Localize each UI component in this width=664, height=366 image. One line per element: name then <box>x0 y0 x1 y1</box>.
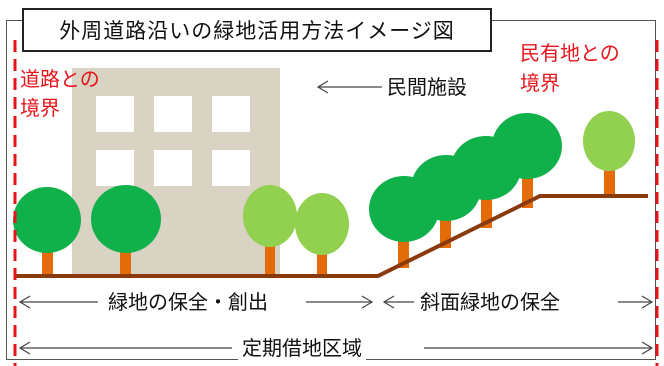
green-preserve-create-label: 緑地の保全・創出 <box>104 289 272 315</box>
slope-preserve-label: 斜面緑地の保全 <box>416 289 564 315</box>
right-boundary-label-line1: 民有地との <box>520 41 620 65</box>
ground-line <box>16 194 648 278</box>
lease-area-label: 定期借地区域 <box>238 335 366 361</box>
span-arrow-green <box>18 295 374 309</box>
span-arrow-slope <box>382 295 654 309</box>
diagram-title: 外周道路沿いの緑地活用方法イメージ図 <box>22 8 492 52</box>
building-pointer-arrow <box>316 80 382 94</box>
building-label: 民間施設 <box>387 75 467 99</box>
left-boundary-label-line2: 境界 <box>20 96 60 120</box>
tree-trunks <box>42 164 615 276</box>
building-windows <box>96 96 250 186</box>
tree-canopies <box>13 111 635 255</box>
span-arrow-lease <box>18 341 654 355</box>
left-boundary-label-line1: 道路との <box>20 67 100 91</box>
right-boundary-label-line2: 境界 <box>520 71 560 95</box>
